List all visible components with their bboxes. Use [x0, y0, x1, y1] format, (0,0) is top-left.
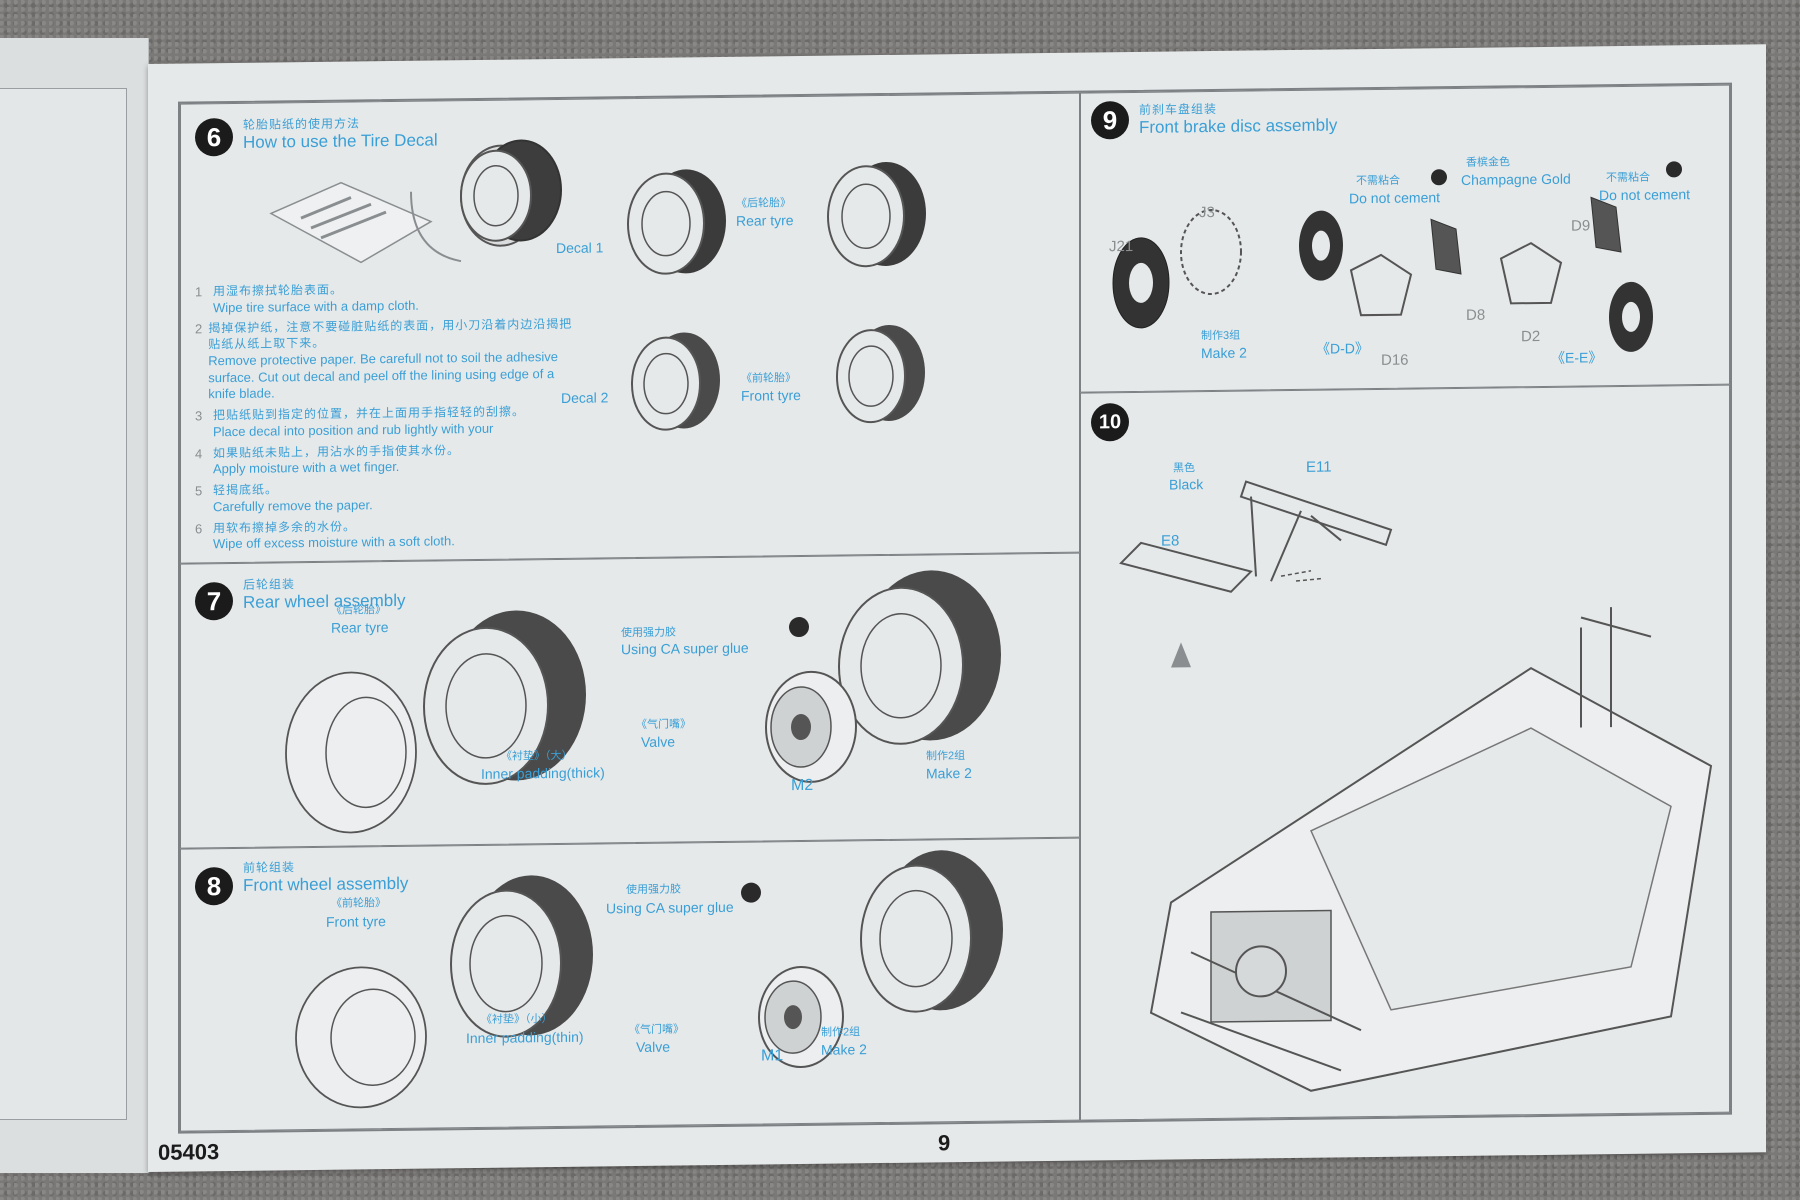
make-2-label-cn: 制作2组 [926, 750, 966, 763]
step-6-title-en: How to use the Tire Decal [243, 130, 438, 152]
black-label-en: Black [1169, 476, 1204, 493]
step-7-panel: 7 后轮组装 Rear wheel assembly 《后轮 [180, 552, 1080, 849]
make-2-label-cn: 制作3组 [1201, 329, 1241, 343]
step-9-title-en: Front brake disc assembly [1139, 115, 1338, 137]
rear-tyre-with-wheel-illustration [765, 570, 1001, 783]
step-10-panel: 10 黑色 Black E11 E8 [1080, 384, 1730, 1121]
front-tyre-decal2-a [631, 332, 720, 431]
front-tyre-decal2-b [836, 324, 925, 424]
page-frame: 6 轮胎贴纸的使用方法 How to use the Tire Decal [178, 82, 1732, 1134]
part-m1-label: M1 [761, 1047, 784, 1065]
step-6-panel: 6 轮胎贴纸的使用方法 How to use the Tire Decal [180, 92, 1080, 564]
make-2-label-en: Make 2 [926, 764, 972, 782]
valve-label-cn: 《气门嘴》 [636, 718, 691, 732]
glue-label-cn: 使用强力胶 [626, 883, 681, 897]
part-e11-label: E11 [1306, 458, 1332, 476]
glue-label-en: Using CA super glue [621, 639, 749, 658]
glue-label-en: Using CA super glue [606, 898, 734, 917]
padding-label-en: Inner padding(thin) [466, 1028, 584, 1047]
no-cement-icon [1431, 169, 1447, 186]
step-8-number: 8 [195, 866, 233, 906]
rear-tyre-label-en: Rear tyre [331, 619, 389, 636]
decal-sheet-illustration [269, 181, 462, 264]
glue-icon [741, 882, 761, 903]
step-7-number: 7 [195, 581, 233, 621]
front-tyre-label-cn: 《前轮胎》 [331, 897, 386, 910]
section-ee-label: 《E-E》 [1551, 349, 1603, 366]
part-e8-label: E8 [1161, 532, 1180, 550]
rear-tyre-decal1-a [627, 169, 726, 275]
part-m2-label: M2 [791, 776, 814, 795]
brake-disc-illustration [1112, 196, 1653, 352]
valve-label-en: Valve [636, 1038, 670, 1056]
no-cement-2-label-en: Do not cement [1599, 186, 1691, 204]
rear-frame-part-illustration [1119, 480, 1393, 593]
front-tyre-label-cn: 《前轮胎》 [741, 372, 796, 385]
rear-tyre-label-en: Rear tyre [736, 212, 794, 229]
step-8-panel: 8 前轮组装 Front wheel assembly 《前 [180, 837, 1080, 1132]
front-tyre-label-en: Front tyre [326, 913, 386, 930]
previous-page [0, 38, 149, 1173]
front-tyre-with-wheel-illustration [758, 850, 1003, 1069]
kit-code: 05403 [158, 1139, 220, 1165]
no-cement-1-label-cn: 不需粘合 [1356, 174, 1400, 188]
padding-label-cn: 《衬垫》（小） [481, 1013, 553, 1026]
valve-label-cn: 《气门嘴》 [629, 1023, 684, 1037]
chassis-illustration [1149, 607, 1713, 1092]
black-label-cn: 黑色 [1173, 462, 1195, 475]
part-d9-label: D9 [1571, 217, 1591, 235]
step-9-panel: 9 前刹车盘组装 Front brake disc assembly J2 [1080, 84, 1730, 393]
rear-tyre-decal1-b [827, 161, 926, 268]
instruction-page: 6 轮胎贴纸的使用方法 How to use the Tire Decal [148, 44, 1766, 1172]
previous-page-frame [0, 88, 127, 1120]
step-6-number: 6 [195, 117, 233, 157]
page-number: 9 [938, 1130, 951, 1156]
step-7-title-cn: 后轮组装 [243, 577, 296, 592]
no-cement-1-label-en: Do not cement [1349, 189, 1441, 207]
padding-label-cn: 《衬垫》（大） [501, 749, 573, 763]
rear-tyre-illustration-left [285, 610, 586, 834]
step-9-number: 9 [1091, 101, 1129, 140]
section-dd-label: 《D-D》 [1316, 340, 1369, 357]
make-2-label-en: Make 2 [1201, 344, 1247, 362]
step-8-title-cn: 前轮组装 [243, 860, 296, 875]
valve-label-en: Valve [641, 733, 675, 750]
part-j3-label: J3 [1199, 203, 1215, 222]
tyre-decal-illustration [460, 139, 562, 247]
padding-label-en: Inner padding(thick) [481, 764, 605, 782]
part-d16-label: D16 [1381, 351, 1409, 369]
champagne-gold-label-cn: 香槟金色 [1466, 156, 1510, 169]
step-10-number: 10 [1091, 403, 1129, 442]
rear-tyre-label-cn: 《后轮胎》 [736, 197, 791, 210]
champagne-gold-label-en: Champagne Gold [1461, 170, 1571, 188]
no-cement-icon [1666, 161, 1682, 178]
decal-1-label: Decal 1 [556, 239, 604, 257]
make-2-label-en: Make 2 [821, 1041, 867, 1058]
rear-tyre-label-cn: 《后轮胎》 [331, 604, 386, 617]
front-tyre-label-en: Front tyre [741, 387, 801, 404]
make-2-label-cn: 制作2组 [821, 1026, 861, 1039]
glue-label-cn: 使用强力胶 [621, 626, 676, 640]
part-d8-label: D8 [1466, 306, 1486, 324]
no-cement-2-label-cn: 不需粘合 [1606, 171, 1650, 185]
front-tyre-illustration-left [295, 875, 593, 1109]
part-d2-label: D2 [1521, 327, 1541, 346]
part-j21-label: J21 [1109, 237, 1134, 256]
